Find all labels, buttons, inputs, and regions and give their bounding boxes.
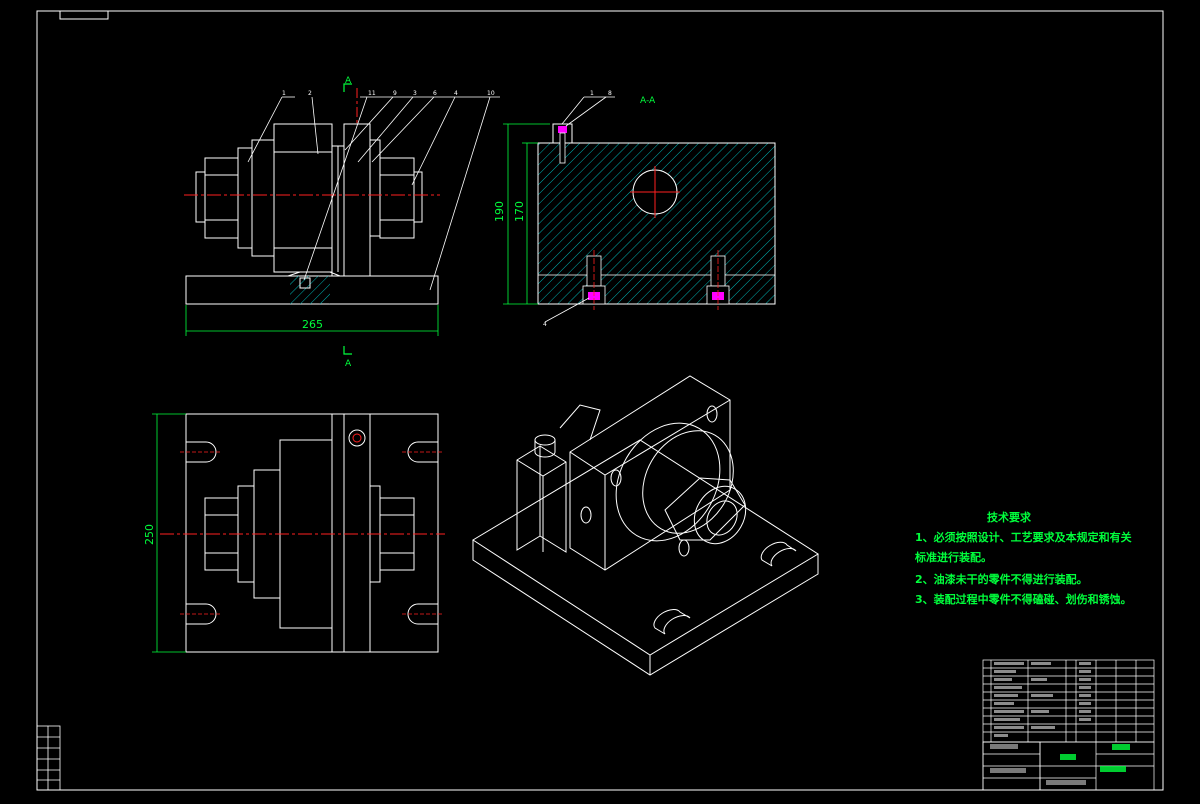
svg-text:4: 4: [543, 321, 547, 328]
svg-text:8: 8: [608, 90, 612, 97]
outer-frame: [36, 10, 1164, 791]
svg-text:2: 2: [308, 90, 312, 97]
svg-text:9: 9: [393, 90, 397, 97]
corner-code-box: [59, 10, 109, 20]
section-marker-bottom-label: A: [345, 359, 352, 369]
section-leader-lines: [544, 96, 615, 323]
left-binding-strip: [36, 725, 61, 791]
section-marker-bottom: A: [343, 346, 352, 369]
front-view: [185, 123, 439, 305]
tech-req-title: 技术要求: [987, 511, 1031, 524]
dimension-body-height-label: 170: [513, 201, 526, 222]
dimension-heights: [503, 123, 550, 305]
section-balloon-numbers: 1 8 4: [543, 90, 612, 328]
isometric-view: [472, 375, 819, 676]
front-leader-lines: [247, 96, 500, 291]
svg-text:1: 1: [282, 90, 286, 97]
svg-text:3: 3: [413, 90, 417, 97]
title-block-fills: [990, 744, 1130, 785]
dimension-plan-depth: [152, 413, 186, 653]
section-marker-top-label: A: [345, 76, 352, 86]
tech-req-line-3: 3、装配过程中零件不得磕碰、划伤和锈蚀。: [915, 593, 1132, 606]
front-balloon-numbers: 1 2 11 9 3 6 4 10: [282, 90, 495, 97]
svg-text:10: 10: [487, 90, 495, 97]
parts-list-table: [982, 659, 1155, 743]
svg-text:4: 4: [454, 90, 458, 97]
section-title-label: A-A: [640, 96, 656, 106]
tech-req-line-2: 2、油漆未干的零件不得进行装配。: [915, 573, 1088, 586]
dimension-plan-depth-label: 250: [143, 524, 156, 545]
parts-list-fills: [994, 662, 1091, 737]
dimension-base-width-label: 265: [302, 318, 323, 331]
top-slot-centerlines: [180, 451, 444, 615]
tech-req-line-1: 1、必须按照设计、工艺要求及本规定和有关: [915, 531, 1132, 544]
svg-text:6: 6: [433, 90, 437, 97]
dimension-base-width: [185, 305, 439, 336]
svg-text:11: 11: [368, 90, 376, 97]
top-view: [185, 413, 439, 653]
section-view: [537, 123, 776, 310]
dimension-total-height-label: 190: [493, 201, 506, 222]
section-marker-top: A: [343, 76, 352, 92]
svg-text:1: 1: [590, 90, 594, 97]
tech-req-line-1-cont: 标准进行装配。: [915, 551, 992, 564]
